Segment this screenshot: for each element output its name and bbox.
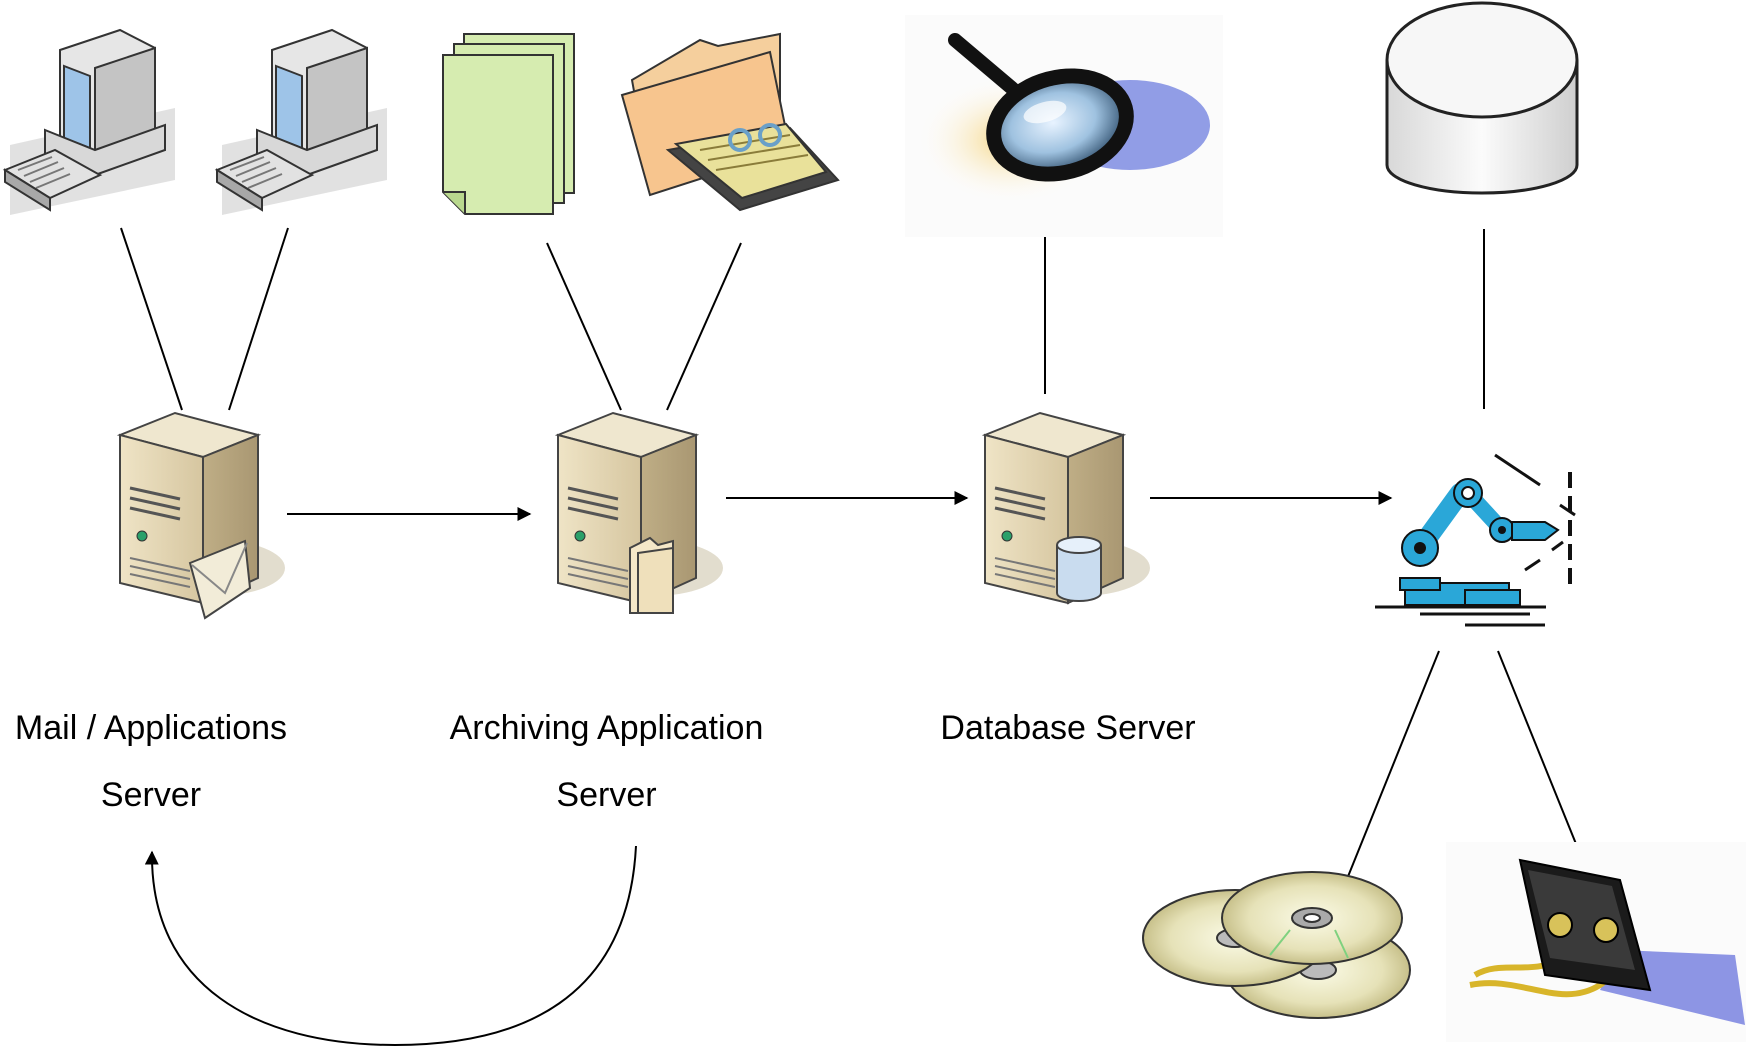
- connector-lines: [120, 213, 1590, 880]
- flow-arrows: [144, 491, 1393, 1047]
- line-pc2-mail: [228, 227, 289, 411]
- mail-server-icon: [116, 411, 285, 620]
- line-folder-archive: [666, 242, 742, 411]
- database-server-icon: [981, 411, 1150, 605]
- mail-server-label-line2: Server: [100, 776, 202, 814]
- folder-organizer-icon: [620, 32, 840, 212]
- line-robot-disc: [1346, 650, 1440, 880]
- magnifier-icon: [905, 15, 1223, 237]
- document-stack-icon: [442, 33, 575, 215]
- database-server-label: Database Server: [918, 695, 1218, 762]
- line-robot-tape: [1497, 650, 1590, 877]
- archiving-server-label: Archiving Application Server: [430, 695, 783, 829]
- line-docs-archive: [546, 242, 622, 411]
- mail-server-label-line1: Mail / Applications: [14, 709, 288, 747]
- storage-cylinder-icon: [1385, 1, 1579, 195]
- workstation-icon: [2, 28, 175, 215]
- archiving-server-label-line2: Server: [556, 776, 657, 814]
- archive-server-icon: [554, 411, 723, 614]
- database-server-label-line1: Database Server: [940, 709, 1196, 747]
- optical-disc-icon: [1142, 871, 1411, 1019]
- arrow-archive-back-to-mail: [144, 845, 637, 1047]
- tape-cassette-icon: [1446, 842, 1746, 1042]
- line-pc1-mail: [120, 227, 183, 411]
- mail-server-label: Mail / Applications Server: [0, 695, 302, 829]
- workstation-icon: [214, 28, 387, 215]
- robot-arm-library-icon: [1375, 453, 1576, 627]
- archiving-server-label-line1: Archiving Application: [449, 709, 764, 747]
